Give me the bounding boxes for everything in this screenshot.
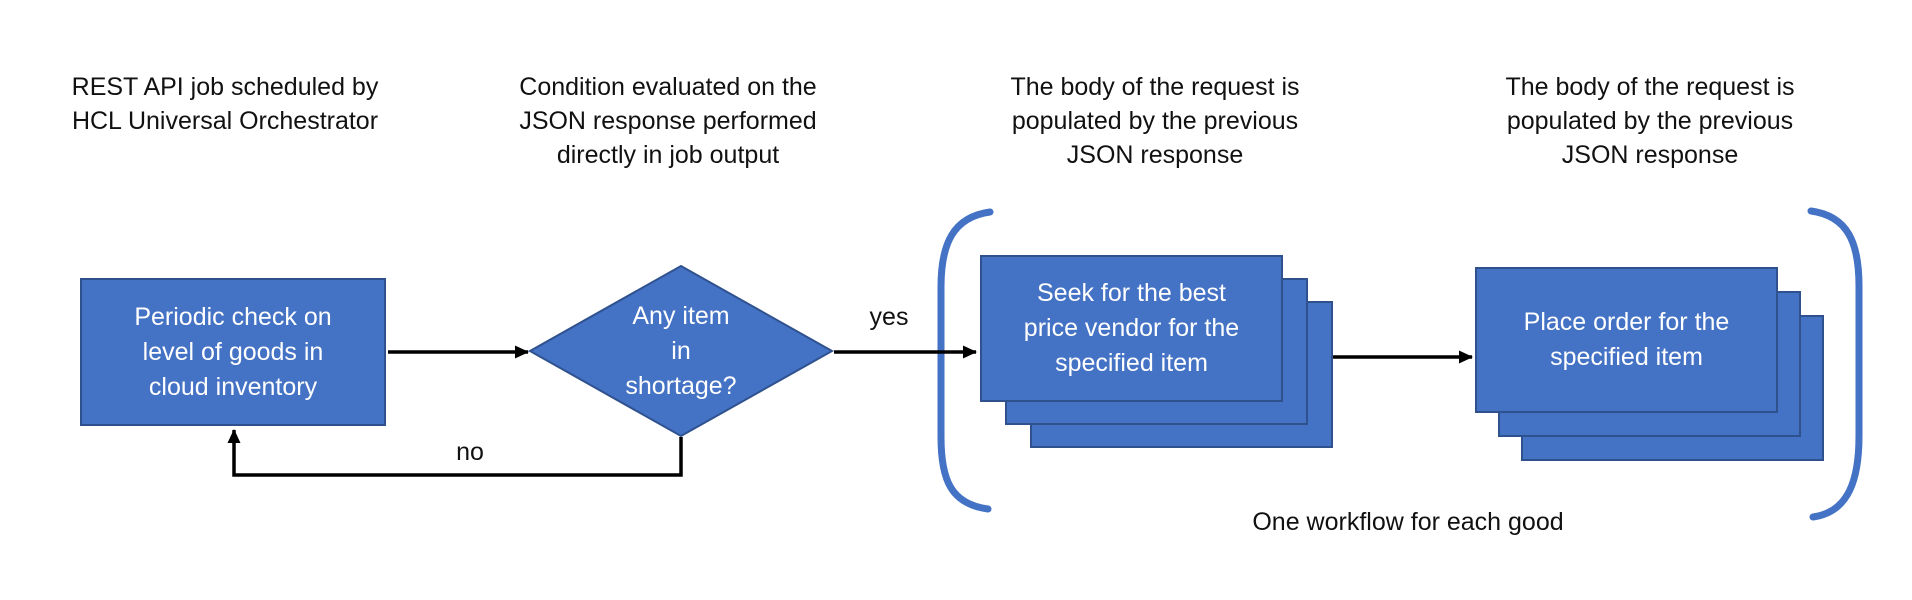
annotation-condition-evaluated: Condition evaluated on the JSON response… xyxy=(478,70,858,172)
seek-vendor-node xyxy=(980,255,1283,402)
node-label-line: price vendor for the xyxy=(1023,314,1240,342)
periodic-check-label: Periodic check on level of goods in clou… xyxy=(82,280,384,424)
annotation-line: directly in job output xyxy=(556,141,780,169)
annotation-line: The body of the request is xyxy=(1505,73,1795,101)
annotation-request-body-1: The body of the request is populated by … xyxy=(965,70,1345,172)
right-bracket-icon xyxy=(1807,207,1863,521)
annotation-line: REST API job scheduled by xyxy=(71,73,379,101)
annotation-line: JSON response performed xyxy=(519,107,817,135)
annotation-line: JSON response xyxy=(1066,141,1244,169)
annotation-rest-api-job: REST API job scheduled by HCL Universal … xyxy=(35,70,415,138)
place-order-node xyxy=(1475,267,1778,413)
decision-label: Any item in shortage? xyxy=(581,299,781,403)
node-label-line: cloud inventory xyxy=(148,372,318,401)
place-order-label: Place order for the specified item xyxy=(1477,269,1776,411)
periodic-check-node xyxy=(80,278,386,426)
annotation-request-body-2: The body of the request is populated by … xyxy=(1460,70,1840,172)
annotation-line: HCL Universal Orchestrator xyxy=(71,107,379,135)
decision-diamond xyxy=(527,264,835,438)
annotation-line: JSON response xyxy=(1561,141,1739,169)
arrow-no-loop-back xyxy=(227,429,683,477)
node-label-line: in xyxy=(671,336,691,365)
annotation-line: Condition evaluated on the xyxy=(519,73,817,101)
one-workflow-caption: One workflow for each good xyxy=(1252,508,1564,536)
annotation-line: populated by the previous xyxy=(1506,107,1794,135)
node-label-line: shortage? xyxy=(625,371,737,400)
node-label-line: Periodic check on xyxy=(134,302,332,331)
left-bracket-icon xyxy=(937,208,994,513)
annotation-line: The body of the request is xyxy=(1010,73,1300,101)
no-edge-label: no xyxy=(456,438,484,466)
node-label-line: Place order for the xyxy=(1523,308,1730,336)
seek-vendor-label: Seek for the best price vendor for the s… xyxy=(982,257,1281,400)
annotation-line: populated by the previous xyxy=(1011,107,1299,135)
node-label-line: Any item xyxy=(632,301,730,330)
node-label-line: Seek for the best xyxy=(1036,279,1226,307)
node-label-line: specified item xyxy=(1055,349,1208,377)
node-label-line: specified item xyxy=(1550,343,1703,371)
yes-edge-label: yes xyxy=(869,303,909,331)
node-label-line: level of goods in xyxy=(142,337,324,366)
